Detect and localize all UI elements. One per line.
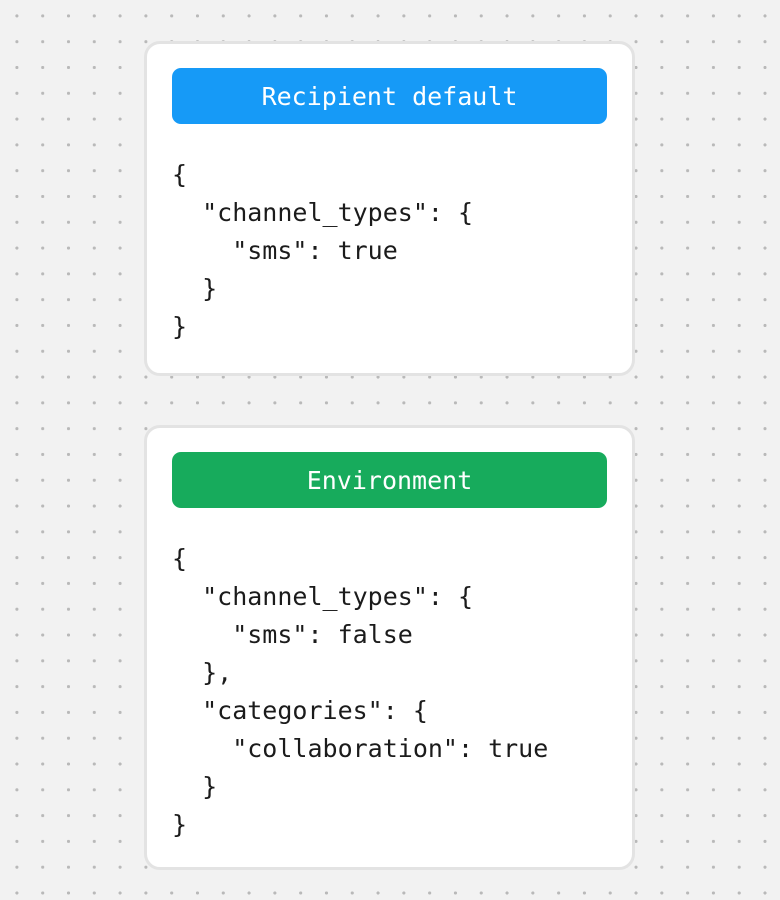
environment-card: Environment { "channel_types": { "sms": … bbox=[144, 425, 635, 870]
environment-title-badge: Environment bbox=[172, 452, 607, 508]
recipient-default-card: Recipient default { "channel_types": { "… bbox=[144, 41, 635, 376]
recipient-default-json-code: { "channel_types": { "sms": true } } bbox=[172, 160, 474, 341]
environment-json-code: { "channel_types": { "sms": false }, "ca… bbox=[172, 544, 549, 839]
recipient-default-title-badge: Recipient default bbox=[172, 68, 607, 124]
